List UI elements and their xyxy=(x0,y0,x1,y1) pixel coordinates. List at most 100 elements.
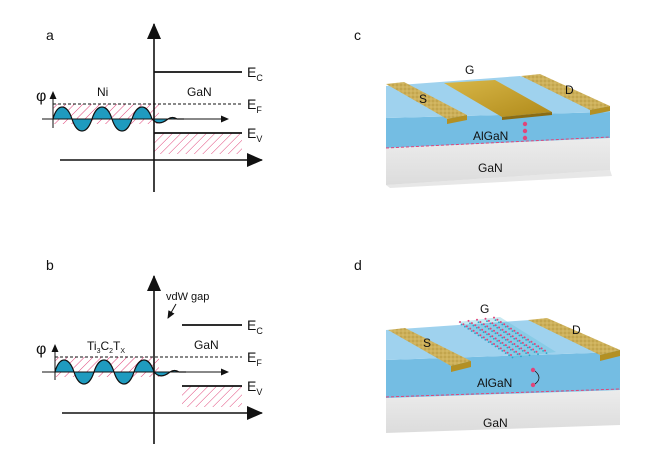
gate-label: G xyxy=(480,302,489,316)
mxene-atom-c xyxy=(511,330,514,332)
mxene-atom-c xyxy=(501,350,504,352)
mxene-atom-ti xyxy=(469,327,472,330)
ef-label: EF xyxy=(247,96,262,115)
gate-electrode-edge xyxy=(502,112,552,120)
mxene-atom-c xyxy=(486,320,488,323)
electron-dot xyxy=(530,367,536,373)
mxene-atom-ti xyxy=(470,322,473,325)
drain-contact xyxy=(528,318,620,355)
mxene-atom-ti xyxy=(501,341,504,344)
mxene-atom-ti xyxy=(487,319,490,322)
mxene-atom-ti xyxy=(506,351,509,354)
mxene-atom-c xyxy=(482,331,485,334)
metal-label: Ti3C2TX xyxy=(87,339,125,355)
mxene-atom-ti xyxy=(498,339,501,342)
mxene-atom-ti xyxy=(459,321,461,323)
mxene-atom-ti xyxy=(520,334,523,337)
ec-label: EC xyxy=(247,64,263,83)
valence-band-hatch xyxy=(182,386,242,407)
gate-electrode xyxy=(444,80,552,117)
mxene-atom-c xyxy=(521,336,524,339)
mxene-atom-ti xyxy=(510,327,512,330)
mxene-atom-c xyxy=(537,353,539,356)
vdw-gap-arrow xyxy=(167,303,177,319)
mxene-atom-ti xyxy=(499,321,502,323)
mxene-atom-c xyxy=(481,336,483,339)
mxene-atom-c xyxy=(525,339,527,341)
drain-contact-edge xyxy=(600,350,620,361)
mxene-atom-c xyxy=(484,339,487,341)
mxene-atom-ti xyxy=(513,343,516,345)
mxene-atom-c xyxy=(496,340,499,342)
mxene-atom-ti xyxy=(491,335,494,338)
mxene-atom-ti xyxy=(523,336,526,339)
mxene-atom-c xyxy=(538,347,541,350)
source-contact-edge xyxy=(451,361,471,372)
mxene-atom-c xyxy=(494,345,497,348)
mxene-atom-c xyxy=(487,341,490,343)
mxene-atom-ti xyxy=(516,332,519,334)
panel-c-letter: c xyxy=(354,27,361,43)
mxene-atom-c xyxy=(460,323,463,326)
mxene-atom-c xyxy=(513,351,516,353)
mxene-atom-ti xyxy=(474,324,477,327)
mxene-atom-c xyxy=(464,325,466,328)
mxene-atom-ti xyxy=(484,317,487,320)
algan-label: AlGaN xyxy=(477,376,512,390)
mxene-atom-c xyxy=(516,340,519,342)
mxene-atom-c xyxy=(504,352,507,354)
mxene-atom-c xyxy=(491,343,493,346)
mxene-atom-ti xyxy=(515,337,518,340)
mxene-atom-ti xyxy=(530,340,533,343)
mxene-atom-ti xyxy=(487,333,490,336)
mxene-atom-c xyxy=(477,334,480,337)
mxene-atom-c xyxy=(477,321,480,324)
mxene-atom-c xyxy=(486,333,488,336)
mxene-atom-c xyxy=(521,350,524,352)
mxene-atom-ti xyxy=(486,338,489,341)
mxene-atom-c xyxy=(470,330,473,332)
ef-label: EF xyxy=(247,349,262,368)
mxene-atom-ti xyxy=(513,329,516,332)
algan-layer xyxy=(386,352,620,398)
mxene-atom-ti xyxy=(527,351,529,354)
mxene-atom-ti xyxy=(518,339,521,342)
mxene-atom-c xyxy=(532,343,534,346)
mxene-atom-c xyxy=(513,337,516,340)
mxene-atom-ti xyxy=(494,324,497,327)
electron-dot xyxy=(522,121,528,127)
mxene-atom-ti xyxy=(499,347,502,350)
mxene-atom-ti xyxy=(496,318,499,321)
mxene-atom-ti xyxy=(508,346,511,349)
metal-label: Ni xyxy=(97,85,108,99)
mxene-atom-ti xyxy=(501,328,504,331)
drain-contact xyxy=(521,74,610,110)
mxene-atom-ti xyxy=(511,348,514,351)
mxene-atom-c xyxy=(530,348,533,351)
semiconductor-label: GaN xyxy=(187,85,212,99)
mxene-gate xyxy=(458,316,556,359)
mxene-atom-ti xyxy=(467,319,470,322)
mxene-atom-ti xyxy=(521,341,524,344)
mxene-atom-ti xyxy=(476,332,478,334)
gan-label: GaN xyxy=(483,416,508,430)
mxene-atom-c xyxy=(504,339,507,341)
drain-label: D xyxy=(565,83,574,97)
mxene-atom-c xyxy=(475,326,478,329)
mxene-atom-c xyxy=(469,322,471,325)
mxene-atom-c xyxy=(501,323,504,326)
electron-dot xyxy=(522,128,528,134)
mxene-atom-c xyxy=(487,328,490,330)
electron-dot xyxy=(522,135,528,141)
mxene-atom-c xyxy=(504,325,507,328)
mxene-atom-ti xyxy=(496,332,499,334)
mxene-atom-c xyxy=(509,348,512,351)
mxene-atom-ti xyxy=(504,330,507,333)
mxene-atom-ti xyxy=(493,329,495,332)
mxene-atom-ti xyxy=(472,329,475,332)
mxene-atom-ti xyxy=(498,326,501,329)
mxene-atom-c xyxy=(498,321,500,324)
mxene-atom-c xyxy=(481,323,483,326)
mxene-atoms xyxy=(459,316,548,359)
